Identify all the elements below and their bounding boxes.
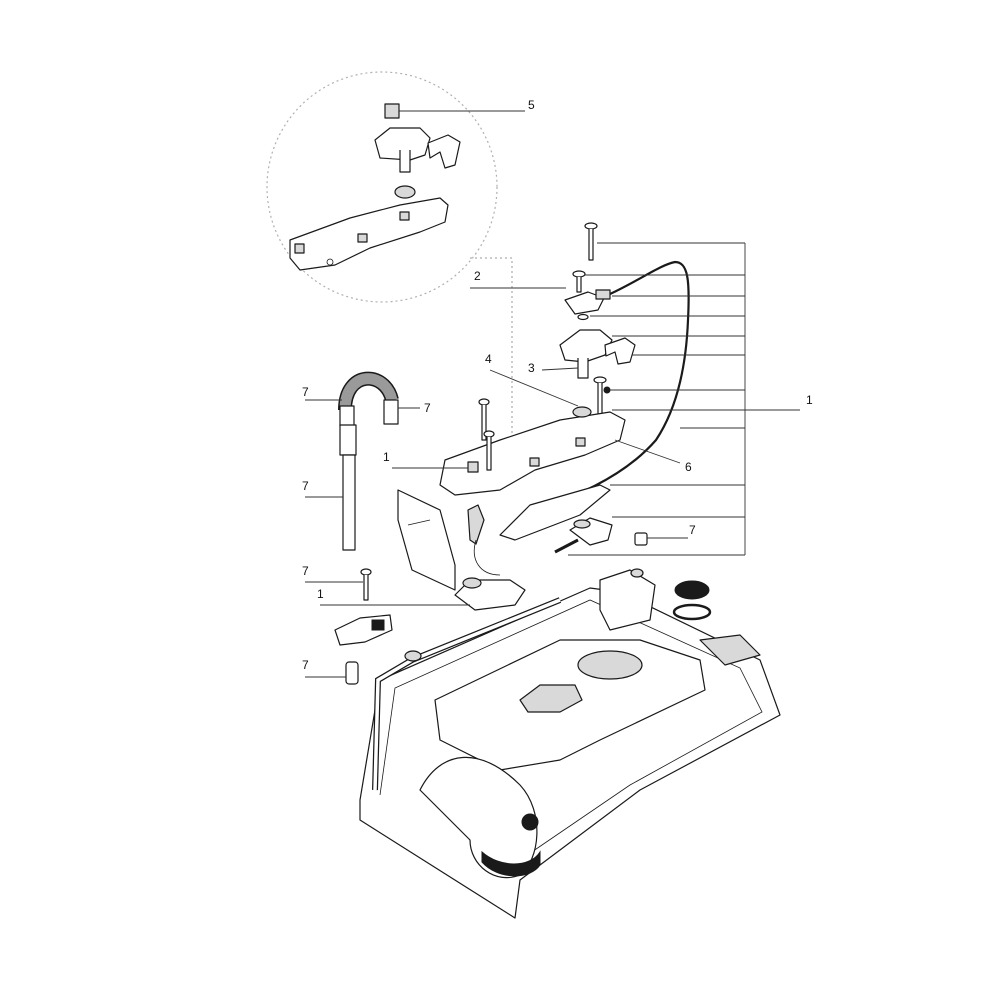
- detail-circle: [266, 71, 498, 303]
- clip-part-5: [384, 103, 400, 119]
- callout-1a: 1: [383, 450, 390, 464]
- plate-screw-2-head: [483, 430, 495, 438]
- lower-screw-head: [360, 568, 372, 576]
- callout-3: 3: [528, 361, 535, 375]
- leader-3: [541, 367, 579, 371]
- switch-bracket: [564, 291, 605, 315]
- tower-cap: [630, 568, 644, 578]
- hose-nut: [339, 405, 355, 427]
- callout-7c: 7: [302, 479, 309, 493]
- spout-band: [481, 850, 541, 877]
- screw-mid-head: [593, 376, 607, 384]
- mounting-plate: [439, 411, 626, 496]
- callout-7b: 7: [424, 401, 431, 415]
- housing-tower: [599, 569, 656, 631]
- bracket-part-3-leg: [577, 358, 589, 379]
- seal-ring: [672, 603, 712, 621]
- vertical-bracket: [397, 489, 456, 591]
- switch-body: [595, 289, 611, 300]
- callout-7a: 7: [302, 385, 309, 399]
- housing-opening: [519, 684, 583, 713]
- hose-assembly: [338, 371, 399, 551]
- small-fitting: [345, 661, 359, 685]
- lever-hub: [573, 519, 591, 529]
- plate-tab-1: [467, 461, 479, 473]
- pipe: [342, 454, 356, 551]
- plate-boss: [572, 406, 592, 418]
- callout-labels: 5 2 4 3 1 6 1 1 7 7 7 7 7 7: [302, 98, 813, 672]
- screw-top-shank: [588, 229, 594, 261]
- spout-cap: [521, 813, 539, 831]
- cable: [539, 260, 690, 510]
- washer: [577, 313, 589, 321]
- main-housing: [359, 568, 781, 919]
- screw-short-head: [572, 270, 586, 278]
- callout-2: 2: [474, 269, 481, 283]
- leader-lines: [305, 110, 688, 678]
- bracket-bolt: [407, 519, 431, 526]
- clip-detail: [371, 619, 385, 631]
- plate-screw-2-shank: [486, 437, 492, 471]
- housing-grille: [699, 634, 761, 666]
- bracket-part-3: [559, 329, 613, 363]
- inset-plate: [289, 197, 449, 271]
- inset-tab-3: [357, 233, 368, 243]
- plate-screw-1-shank: [481, 405, 487, 441]
- callout-5: 5: [528, 98, 535, 112]
- inset-hook: [427, 134, 461, 169]
- callout-1c: 1: [317, 587, 324, 601]
- detail-inset: [266, 71, 498, 303]
- housing-well: [577, 650, 643, 680]
- inset-tab-1: [294, 243, 305, 254]
- callout-7f: 7: [302, 658, 309, 672]
- plate-tab-2: [529, 457, 540, 467]
- inset-hole: [326, 258, 334, 266]
- plug-connector: [467, 504, 485, 545]
- callout-7d: 7: [689, 523, 696, 537]
- inset-bracket-leg: [399, 150, 411, 173]
- hose-bend: [339, 373, 398, 411]
- seal-cap: [674, 580, 710, 600]
- spring: [554, 538, 579, 554]
- plug-wire: [474, 539, 501, 576]
- cap-plug: [634, 532, 648, 546]
- leader-4: [489, 369, 579, 407]
- inset-connector: [470, 257, 513, 440]
- screw-short-shank: [576, 277, 582, 293]
- small-nut: [603, 386, 611, 394]
- hook-part: [604, 337, 636, 365]
- screw-top-head: [584, 222, 598, 230]
- middle-assembly: [334, 484, 648, 685]
- housing-rim: [379, 599, 763, 861]
- callout-1b: 1: [806, 393, 813, 407]
- pipe-joint: [404, 650, 422, 662]
- callout-6: 6: [685, 460, 692, 474]
- inset-bracket: [374, 127, 431, 161]
- plate-tab-3: [575, 437, 586, 447]
- callout-bracket: [568, 242, 800, 556]
- lower-screw-shank: [363, 575, 369, 601]
- slide-rail: [499, 484, 611, 541]
- screw-mid-shank: [597, 383, 603, 419]
- spout: [419, 756, 538, 879]
- base-plate-boss: [462, 577, 482, 589]
- upper-assembly: [439, 222, 690, 510]
- plate-screw-1-head: [478, 398, 490, 406]
- callout-4: 4: [485, 352, 492, 366]
- pipe-coupling: [339, 424, 357, 456]
- leader-6: [614, 439, 681, 464]
- callout-7e: 7: [302, 564, 309, 578]
- hose-fitting: [383, 399, 399, 425]
- inset-boss: [394, 185, 416, 199]
- inset-tab-2: [399, 211, 410, 221]
- housing-pipe: [373, 598, 561, 791]
